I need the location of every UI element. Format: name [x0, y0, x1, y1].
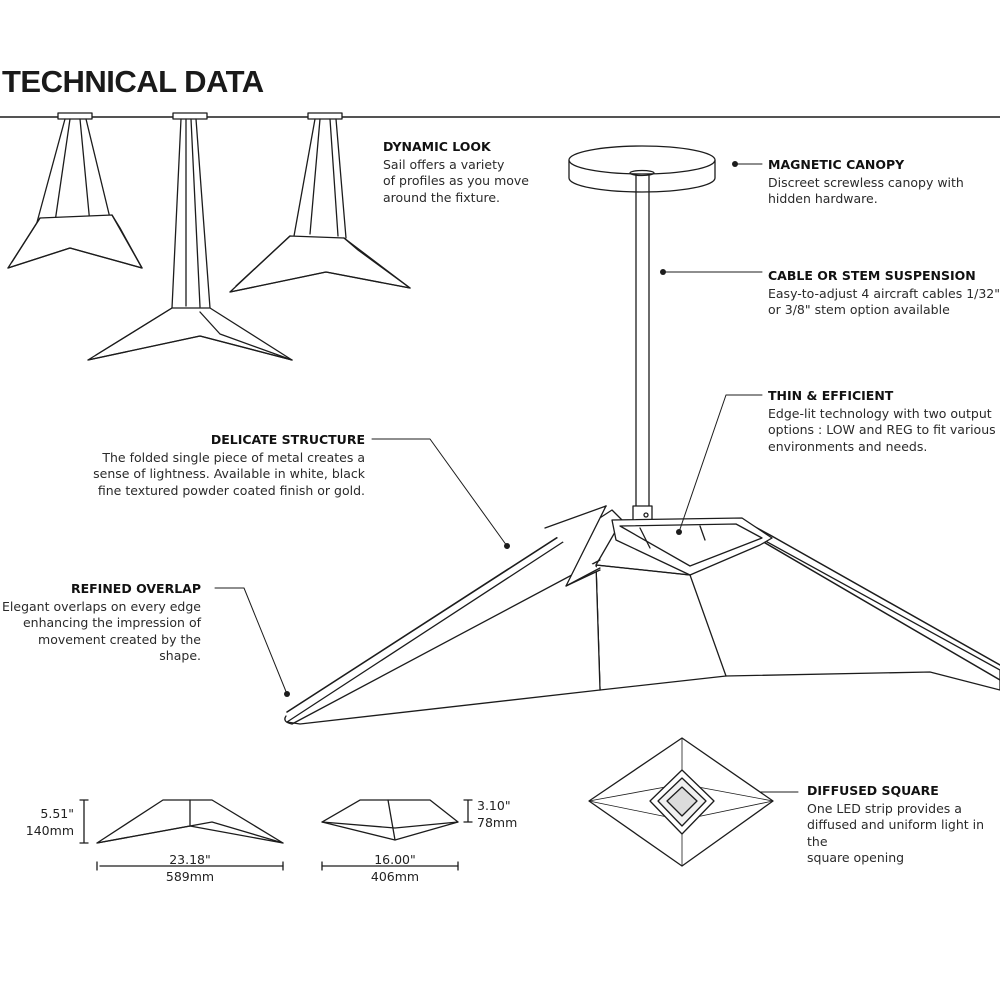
- magnetic-canopy-drawing: [568, 145, 716, 193]
- dimension-inches: 23.18": [169, 852, 211, 867]
- profile-small: [321, 799, 473, 871]
- callout-body: Easy-to-adjust 4 aircraft cables 1/32" o…: [768, 285, 1000, 318]
- callout-heading: REFINED OVERLAP: [70, 581, 201, 596]
- callout-heading: THIN & EFFICIENT: [768, 388, 894, 403]
- callout-heading: DYNAMIC LOOK: [383, 139, 491, 154]
- callout-magnetic-canopy: MAGNETIC CANOPY Discreet screwless canop…: [768, 157, 964, 208]
- dimension-mm: 78mm: [477, 815, 518, 830]
- small-width-dimension: 16.00" 406mm: [345, 851, 445, 885]
- callout-body: One LED strip provides a diffused and un…: [807, 800, 985, 866]
- callout-heading: CABLE OR STEM SUSPENSION: [768, 268, 976, 283]
- callout-refined-overlap: REFINED OVERLAP Elegant overlaps on ever…: [0, 581, 201, 665]
- callout-body: Discreet screwless canopy with hidden ha…: [768, 174, 964, 207]
- callout-cable-stem: CABLE OR STEM SUSPENSION Easy-to-adjust …: [768, 268, 1000, 319]
- callout-body: Sail offers a variety of profiles as you…: [383, 156, 529, 205]
- dimension-mm: 406mm: [370, 869, 420, 884]
- dimension-inches: 5.51": [40, 806, 74, 821]
- callout-heading: MAGNETIC CANOPY: [768, 157, 905, 172]
- callout-delicate-structure: DELICATE STRUCTURE The folded single pie…: [60, 432, 365, 499]
- dimension-mm: 140mm: [25, 823, 74, 838]
- callout-body: The folded single piece of metal creates…: [93, 449, 365, 498]
- callout-body: Edge-lit technology with two output opti…: [768, 405, 996, 454]
- hanging-fixture-left: [7, 112, 143, 269]
- dimension-mm: 589mm: [165, 869, 215, 884]
- large-width-dimension: 23.18" 589mm: [140, 851, 240, 885]
- hanging-fixture-right: [229, 112, 411, 293]
- diffused-square-drawing: [588, 737, 774, 867]
- small-height-dimension: 3.10" 78mm: [477, 797, 517, 831]
- callout-dynamic-look: DYNAMIC LOOK Sail offers a variety of pr…: [383, 139, 529, 206]
- stem-drawing: [632, 174, 653, 529]
- dimension-inches: 3.10": [477, 798, 511, 813]
- callout-thin-efficient: THIN & EFFICIENT Edge-lit technology wit…: [768, 388, 996, 455]
- callout-diffused-square: DIFFUSED SQUARE One LED strip provides a…: [807, 783, 1000, 867]
- callout-body: Elegant overlaps on every edge enhancing…: [2, 598, 201, 664]
- main-fixture-drawing: [284, 505, 1000, 725]
- profile-large: [79, 799, 284, 871]
- large-height-dimension: 5.51" 140mm: [22, 805, 74, 839]
- dimension-inches: 16.00": [374, 852, 416, 867]
- callout-heading: DIFFUSED SQUARE: [807, 783, 939, 798]
- hanging-fixture-middle: [87, 112, 293, 361]
- page-title: TECHNICAL DATA: [2, 64, 264, 99]
- callout-heading: DELICATE STRUCTURE: [210, 432, 365, 447]
